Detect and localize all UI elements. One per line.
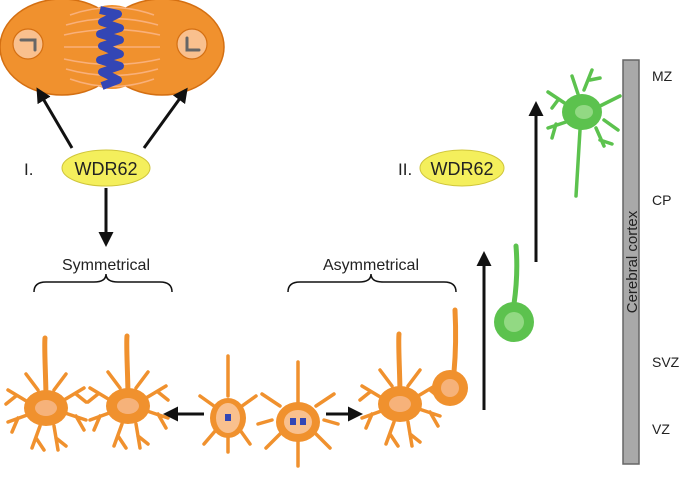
wdr62-gene-one: WDR62 <box>74 159 137 179</box>
progenitor-cell-3 <box>360 334 440 446</box>
panel-two-label: II. <box>398 160 412 179</box>
mitotic-cell-1 <box>198 354 258 454</box>
intermediate-cell <box>432 307 468 406</box>
arrow-to-left-pole <box>36 87 74 149</box>
symmetrical-brace <box>33 273 173 293</box>
progenitor-cell-2 <box>88 336 168 448</box>
layer-svz-label: SVZ <box>652 354 680 370</box>
wdr62-badge-two <box>419 149 505 187</box>
mature-neuron <box>546 68 622 198</box>
panel-one-label: I. <box>24 160 33 179</box>
layer-vz-label: VZ <box>652 421 670 437</box>
layer-mz-label: MZ <box>652 68 673 84</box>
asymmetrical-brace <box>287 273 457 293</box>
progenitor-cell-1 <box>6 338 86 450</box>
mitotic-cell-2 <box>256 360 340 468</box>
symmetrical-label: Symmetrical <box>62 257 150 274</box>
arrow-to-right-pole <box>142 87 188 149</box>
cortex-label: Cerebral cortex <box>624 210 641 313</box>
wdr62-gene-two: WDR62 <box>430 159 493 179</box>
dividing-cell <box>0 0 225 96</box>
wdr62-badge-one <box>61 149 151 187</box>
layer-cp-label: CP <box>652 192 671 208</box>
migrating-neuron <box>494 243 534 342</box>
asymmetrical-label: Asymmetrical <box>323 257 419 274</box>
cortex-bar <box>622 59 640 465</box>
